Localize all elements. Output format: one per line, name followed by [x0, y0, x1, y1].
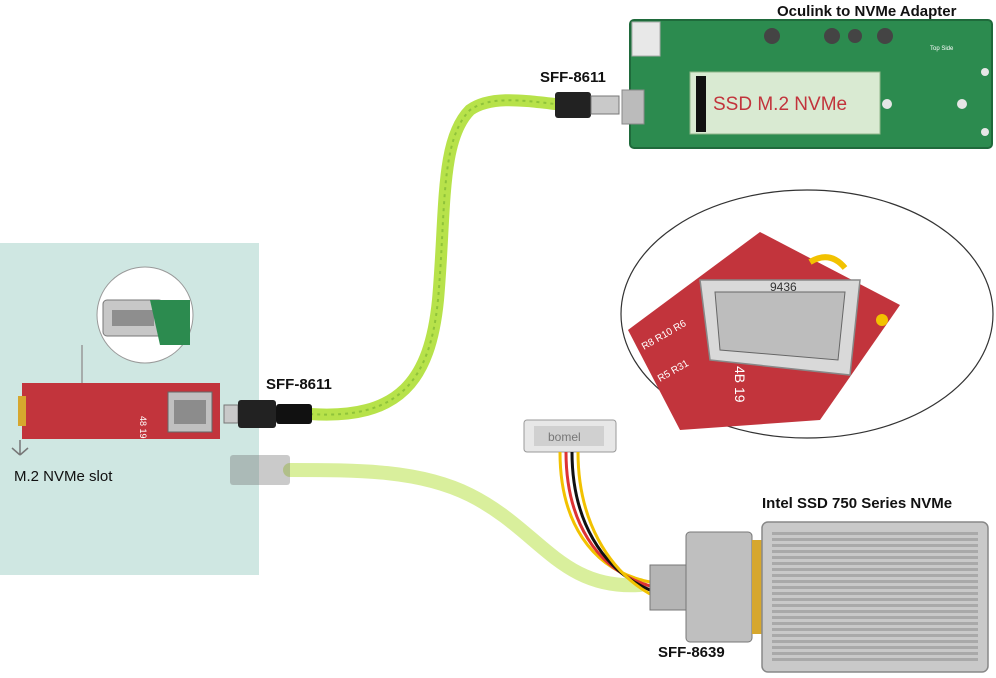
sff8639-connector [649, 531, 764, 643]
heatsink-fin [772, 628, 978, 631]
zoom-connector-detail [620, 189, 994, 439]
mounting-hole [981, 128, 989, 136]
heatsink-fin [772, 550, 978, 553]
adapter-top-side: Top Side [930, 46, 954, 52]
sff8611-plug-left [223, 400, 312, 428]
sff8611-left-label: SFF-8611 [266, 376, 332, 393]
heatsink-fin [772, 610, 978, 613]
heatsink-fin [772, 580, 978, 583]
sff8611-top-label: SFF-8611 [540, 69, 606, 86]
oculink-adapter-board [621, 19, 993, 149]
standoff [957, 99, 967, 109]
heatsink-fin [772, 604, 978, 607]
heatsink-fin [772, 634, 978, 637]
ssd-heatsink-fins [772, 532, 978, 661]
inset-connector-photo [81, 266, 194, 385]
zoom-ref-c: 4B 19 [732, 366, 748, 403]
sff8611-socket [621, 89, 645, 125]
heatsink-fin [772, 640, 978, 643]
power-header [631, 21, 661, 57]
intel-ssd-label: Intel SSD 750 Series NVMe [762, 495, 952, 512]
sata-power-connector [523, 419, 651, 596]
m2-slot-outline [689, 71, 881, 135]
heatsink-fin [772, 652, 978, 655]
adapter-slot-text: SSD M.2 NVMe [713, 94, 847, 115]
heatsink-fin [772, 592, 978, 595]
heatsink-fin [772, 586, 978, 589]
m2-slot-pointer [11, 440, 29, 456]
heatsink-fin [772, 562, 978, 565]
heatsink-fin [772, 556, 978, 559]
m2-slot-label: M.2 NVMe slot [14, 468, 113, 485]
m2-card [18, 383, 220, 439]
sff8611-plug-top [555, 92, 620, 118]
zoom-chip-text: 9436 [770, 280, 797, 294]
capacitor [877, 28, 893, 44]
heatsink-fin [772, 646, 978, 649]
adapter-title: Oculink to NVMe Adapter [777, 3, 957, 20]
heatsink-fin [772, 616, 978, 619]
capacitor [824, 28, 840, 44]
mounting-hole [981, 68, 989, 76]
heatsink-fin [772, 538, 978, 541]
heatsink-fin [772, 622, 978, 625]
capacitor [848, 29, 862, 43]
m2-card-ref: 48 19 [138, 416, 148, 439]
cable-braid [309, 99, 556, 416]
power-connector-label: bomel [548, 430, 581, 444]
heatsink-fin [772, 532, 978, 535]
sff8611-plug-faded [230, 455, 290, 485]
faded-cable [283, 463, 647, 593]
m2-gold-fingers [18, 396, 26, 426]
m2-slot-connector [696, 76, 706, 132]
heatsink-fin [772, 658, 978, 661]
heatsink-fin [772, 568, 978, 571]
heatsink-fin [772, 598, 978, 601]
heatsink-fin [772, 544, 978, 547]
sff8639-label: SFF-8639 [658, 644, 725, 661]
standoff [882, 99, 892, 109]
oculink-cable [304, 94, 561, 421]
capacitor [764, 28, 780, 44]
heatsink-fin [772, 574, 978, 577]
